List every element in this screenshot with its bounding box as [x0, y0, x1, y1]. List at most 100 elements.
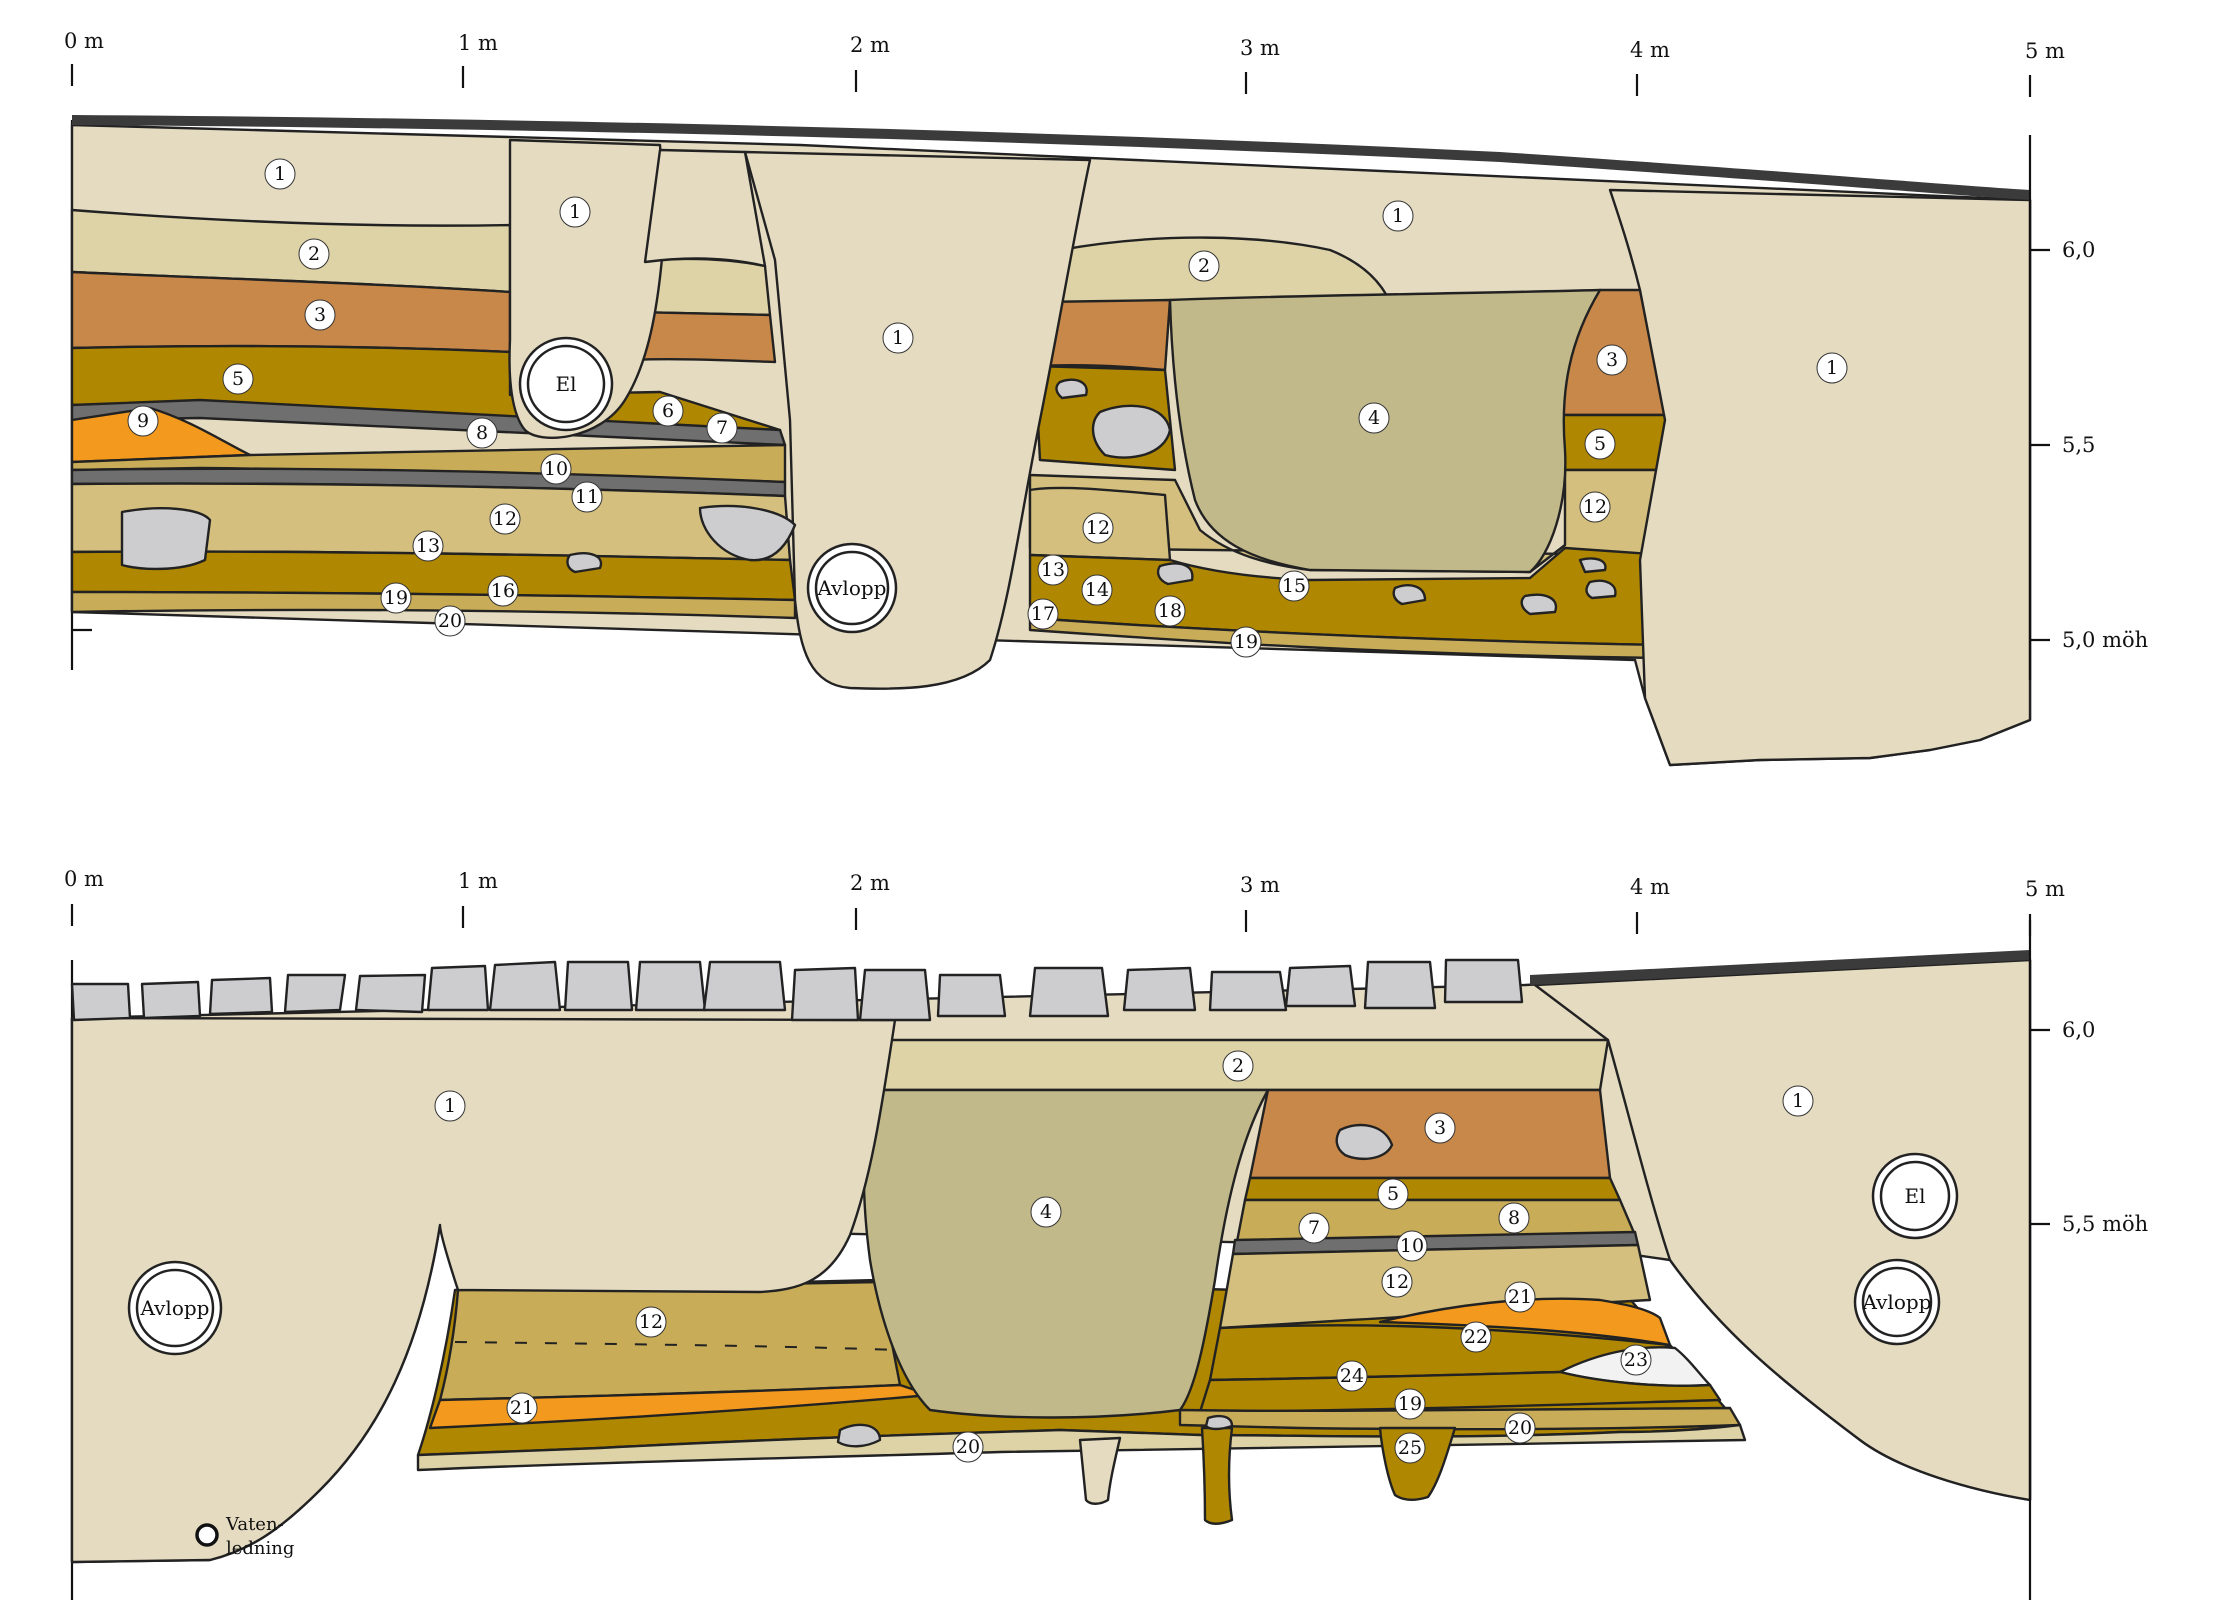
svg-text:7: 7 [716, 417, 728, 439]
upper-label-15: 15 [1278, 570, 1310, 602]
svg-text:1: 1 [1392, 205, 1404, 227]
svg-text:17: 17 [1031, 603, 1055, 625]
lower-water-pipe-legend: Vaten- ledning [195, 1514, 294, 1559]
svg-text:25: 25 [1398, 1437, 1422, 1459]
lower-topsoil [1530, 950, 2030, 985]
upper-avlopp-pipe: Avlopp [806, 542, 898, 634]
lower-avlopp-left-label: Avlopp [140, 1296, 210, 1320]
upper-label-14: 14 [1081, 574, 1113, 606]
lower-x-axis: 0 m 1 m 2 m 3 m 4 m 5 m [64, 867, 2065, 936]
lower-layer-12-boundary [454, 1341, 901, 1351]
svg-text:12: 12 [493, 508, 517, 530]
upper-x-tick-label: 2 m [850, 33, 890, 57]
svg-text:13: 13 [416, 535, 440, 557]
lower-label-1a: 1 [434, 1090, 466, 1122]
upper-layer-labels: 1 1 1 1 1 2 2 3 3 4 5 5 6 7 8 9 10 11 12… [127, 158, 1848, 658]
upper-label-3b: 3 [1596, 344, 1628, 376]
upper-x-tick-label: 5 m [2025, 39, 2065, 63]
lower-cut-1-right [1533, 958, 2032, 1502]
upper-layer-2-right [1058, 236, 1392, 304]
upper-label-10: 10 [540, 453, 572, 485]
lower-label-20b: 20 [1504, 1412, 1536, 1444]
upper-profile: 0 m 1 m 2 m 3 m 4 m 5 m [64, 29, 2148, 767]
upper-label-1d: 1 [1382, 200, 1414, 232]
svg-text:1: 1 [274, 163, 286, 185]
svg-text:15: 15 [1282, 575, 1306, 597]
svg-text:7: 7 [1308, 1217, 1320, 1239]
lower-profile: 0 m 1 m 2 m 3 m 4 m 5 m [64, 867, 2148, 1600]
upper-right-axis: 6,0 5,5 5,0 möh [2028, 135, 2148, 680]
svg-text:2: 2 [1198, 255, 1210, 277]
svg-text:13: 13 [1041, 559, 1065, 581]
svg-text:20: 20 [956, 1436, 980, 1458]
lower-label-1b: 1 [1782, 1085, 1814, 1117]
lower-layer-21-right [1378, 1297, 1672, 1347]
lower-x-tick-label: 1 m [458, 869, 498, 893]
svg-text:6: 6 [662, 400, 674, 422]
upper-label-2a: 2 [298, 238, 330, 270]
upper-y-tick-label: 6,0 [2062, 238, 2095, 262]
lower-label-23: 23 [1620, 1344, 1652, 1376]
svg-text:3: 3 [314, 304, 326, 326]
upper-label-19a: 19 [380, 582, 412, 614]
svg-text:19: 19 [1398, 1393, 1422, 1415]
upper-avlopp-label: Avlopp [817, 576, 887, 600]
svg-text:11: 11 [575, 486, 599, 508]
lower-layer-labels: 1 1 2 3 4 5 7 8 10 12 12 19 20 20 21 21 … [434, 1050, 1814, 1464]
lower-x-tick-label: 4 m [1630, 875, 1670, 899]
svg-text:12: 12 [1583, 496, 1607, 518]
lower-layer-12-left [438, 1280, 902, 1402]
upper-y-tick-label: 5,0 möh [2062, 628, 2148, 652]
lower-avlopp-left-pipe: Avlopp [127, 1260, 223, 1356]
upper-label-6: 6 [652, 395, 684, 427]
upper-x-tick-label: 4 m [1630, 38, 1670, 62]
svg-text:12: 12 [639, 1311, 663, 1333]
lower-posthole-mid [1200, 1426, 1234, 1525]
svg-text:10: 10 [1400, 1235, 1424, 1257]
lower-y-tick-label: 6,0 [2062, 1018, 2095, 1042]
svg-text:1: 1 [444, 1095, 456, 1117]
svg-text:5: 5 [1387, 1183, 1399, 1205]
lower-label-24: 24 [1336, 1360, 1368, 1392]
svg-text:21: 21 [1508, 1286, 1532, 1308]
lower-label-4: 4 [1030, 1196, 1062, 1228]
svg-text:1: 1 [892, 327, 904, 349]
upper-x-tick-label: 3 m [1240, 36, 1280, 60]
svg-text:5: 5 [232, 368, 244, 390]
lower-label-20a: 20 [952, 1431, 984, 1463]
lower-avlopp-right-label: Avlopp [1862, 1290, 1932, 1314]
upper-label-8: 8 [466, 417, 498, 449]
lower-el-label: El [1905, 1184, 1926, 1208]
lower-label-3: 3 [1424, 1112, 1456, 1144]
upper-label-17: 17 [1027, 598, 1059, 630]
upper-y-tick-label: 5,5 [2062, 433, 2095, 457]
svg-text:8: 8 [1508, 1207, 1520, 1229]
lower-cut-1-left [70, 1016, 897, 1564]
lower-avlopp-right-pipe: Avlopp [1853, 1258, 1941, 1346]
svg-text:19: 19 [384, 587, 408, 609]
upper-el-pipe: El [518, 336, 614, 432]
svg-text:10: 10 [544, 458, 568, 480]
upper-label-16: 16 [487, 575, 519, 607]
svg-text:5: 5 [1594, 433, 1606, 455]
lower-layer-19 [1178, 1406, 1742, 1431]
lower-label-2: 2 [1222, 1050, 1254, 1082]
lower-x-tick-label: 3 m [1240, 873, 1280, 897]
lower-layer-5 [1243, 1176, 1622, 1202]
svg-text:1: 1 [1792, 1090, 1804, 1112]
water-pipe-label-1: Vaten- [225, 1514, 284, 1535]
upper-x-tick-label: 1 m [458, 31, 498, 55]
upper-label-2b: 2 [1188, 250, 1220, 282]
upper-label-1e: 1 [1816, 352, 1848, 384]
upper-label-1a: 1 [264, 158, 296, 190]
svg-text:3: 3 [1434, 1117, 1446, 1139]
upper-el-label: El [556, 372, 577, 396]
upper-label-12b: 12 [1082, 512, 1114, 544]
upper-pit-4 [1168, 288, 1602, 574]
water-pipe-icon [195, 1523, 219, 1547]
lower-label-21a: 21 [506, 1392, 538, 1424]
upper-label-5b: 5 [1584, 428, 1616, 460]
water-pipe-label-2: ledning [226, 1538, 294, 1559]
